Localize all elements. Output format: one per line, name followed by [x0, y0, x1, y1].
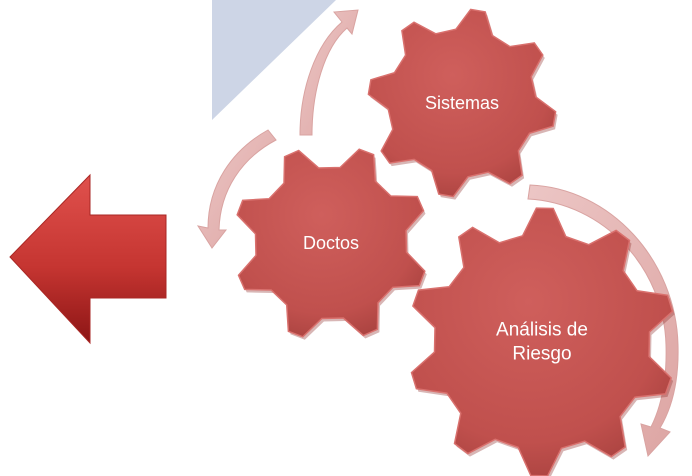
gear-body: [410, 207, 674, 476]
gear-label-doctos: Doctos: [302, 232, 360, 253]
curved-arrow-icon: [527, 184, 679, 458]
gear-label-analisis: Análisis de Riesgo: [496, 318, 588, 366]
curved-arrow-icon: [196, 129, 277, 249]
curved-arrow-icon: [299, 9, 359, 136]
gear-label-sistemas: Sistemas: [424, 92, 500, 113]
gear-body: [367, 8, 557, 198]
gear-body: [236, 148, 426, 338]
gear-doctos: [236, 148, 427, 340]
cycle-arrows: [196, 9, 679, 458]
gear-label-analisis-line-1: Análisis de: [496, 319, 588, 341]
gear-analisis: [410, 207, 675, 476]
left-arrow-icon: [9, 173, 167, 345]
gear-label-analisis-line-2: Riesgo: [512, 343, 572, 364]
gear-sistemas: [367, 8, 558, 200]
background-triangle: [212, 0, 336, 120]
